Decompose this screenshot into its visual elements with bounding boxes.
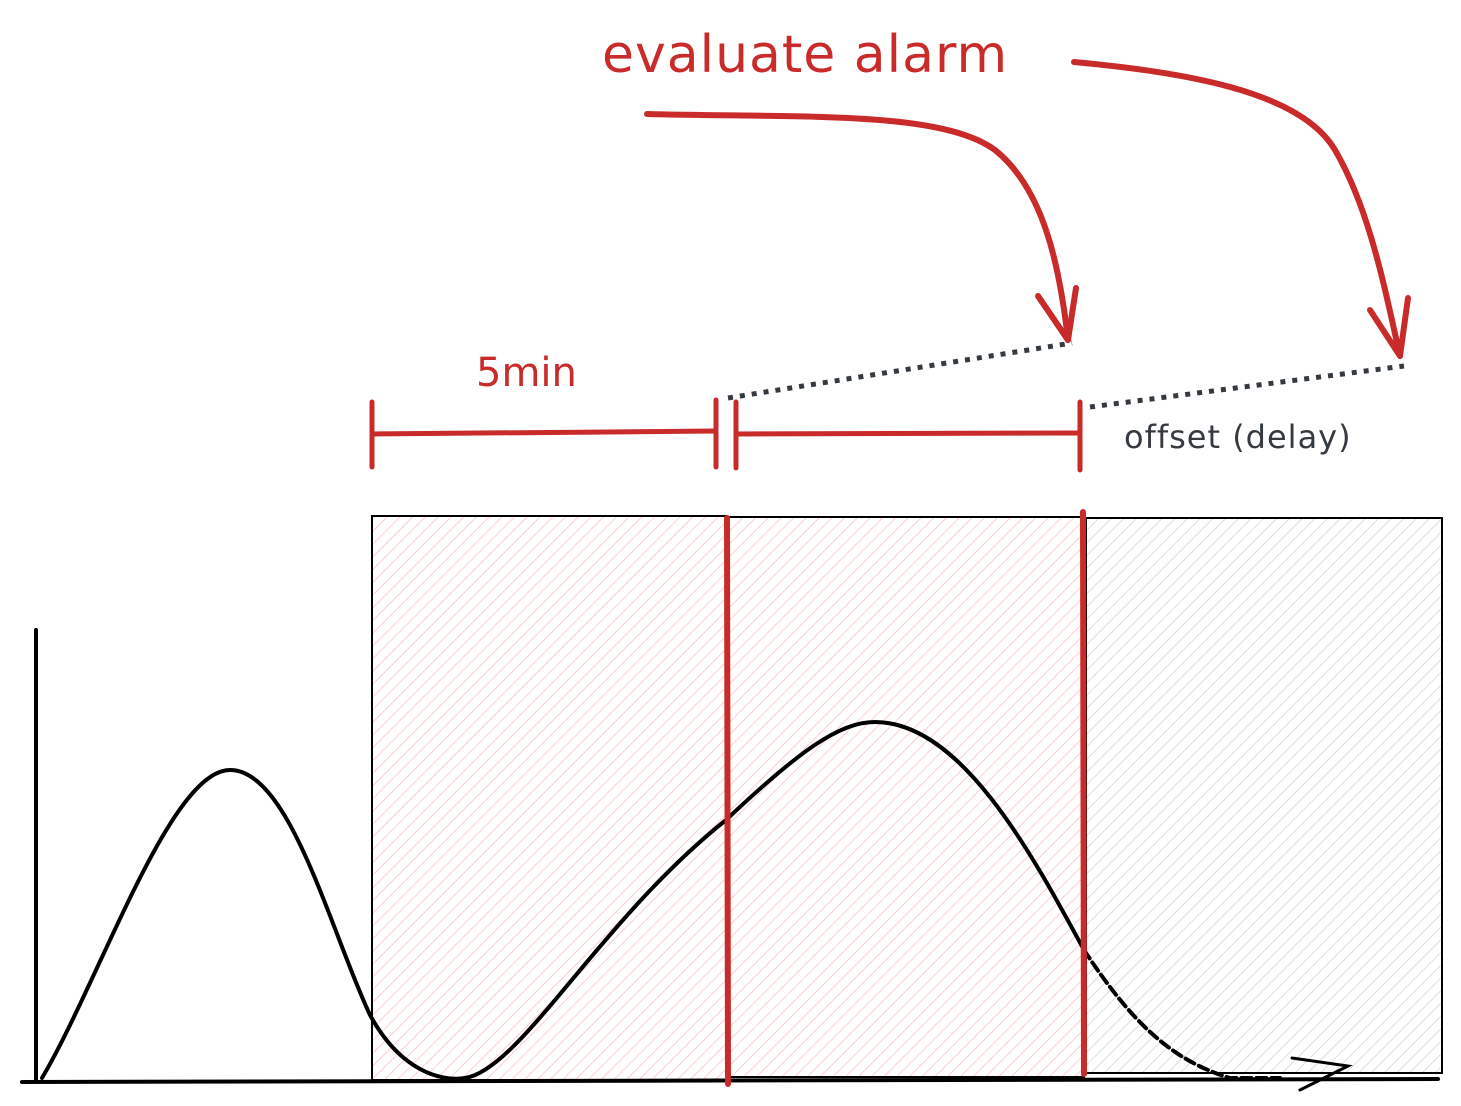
evaluation-line-2	[1080, 509, 1087, 1077]
duration-bracket-2	[733, 399, 1083, 473]
evaluation-line-1	[724, 515, 731, 1087]
evaluate-arrow-1	[644, 111, 1071, 343]
offset-dotted-line-1	[727, 340, 1073, 401]
signal-curve-dashed-tail	[1082, 948, 1282, 1080]
evaluate-arrow-2-head	[1367, 295, 1411, 359]
signal-curve	[40, 719, 1086, 1081]
evaluate-alarm-label: evaluate alarm	[602, 25, 1008, 85]
offset-delay-label: offset (delay)	[1124, 418, 1352, 456]
offset-dotted-line-2	[1089, 363, 1405, 410]
evaluation-window-1	[371, 515, 727, 1081]
evaluate-arrow-2	[1071, 59, 1403, 359]
offset-window	[1085, 517, 1443, 1074]
duration-bracket-1	[369, 397, 719, 470]
x-axis-arrowhead	[1290, 1056, 1353, 1092]
evaluate-arrow-1-head	[1035, 285, 1079, 343]
evaluation-window-2	[725, 516, 1085, 1078]
window-duration-label: 5min	[476, 350, 577, 396]
